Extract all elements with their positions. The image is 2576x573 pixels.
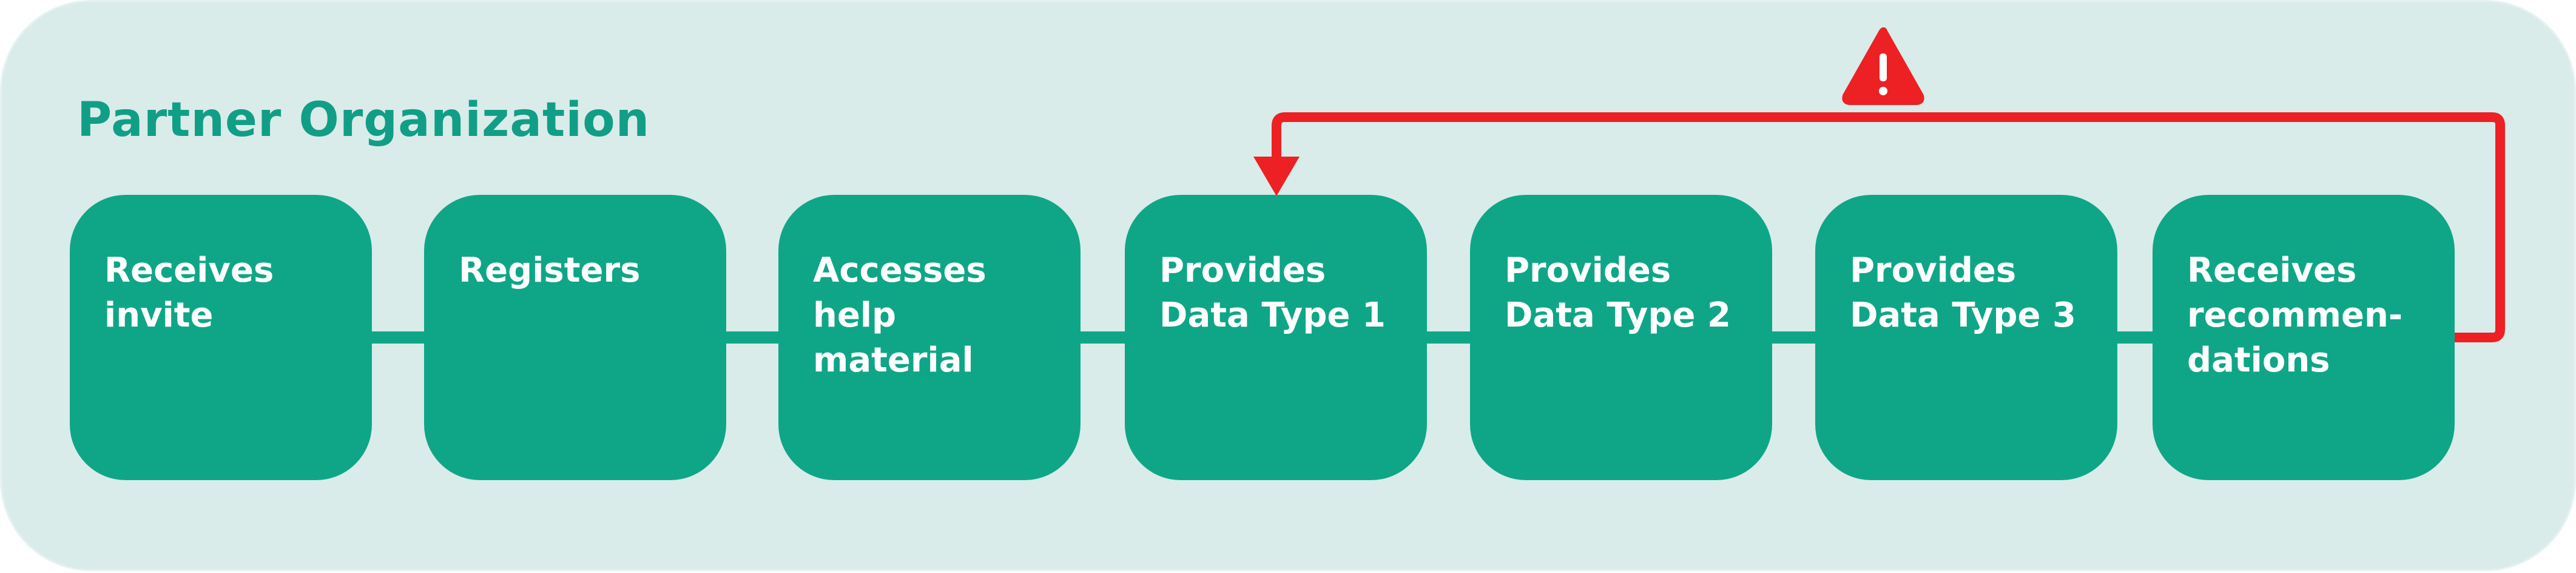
- step-label: Accesses help material: [813, 251, 986, 380]
- connector-3-4: [1080, 331, 1126, 344]
- connector-5-6: [1772, 331, 1816, 344]
- step-provides-data-type-1: Provides Data Type 1: [1125, 195, 1427, 480]
- connector-2-3: [726, 331, 780, 344]
- connector-6-7: [2117, 331, 2153, 344]
- step-label: Registers: [459, 251, 641, 290]
- step-label: Provides Data Type 1: [1159, 251, 1386, 335]
- step-label: Receives invite: [104, 251, 274, 335]
- step-label: Receives recommen- dations: [2187, 251, 2403, 380]
- step-receives-invite: Receives invite: [70, 195, 372, 480]
- step-label: Provides Data Type 2: [1505, 251, 1731, 335]
- panel-title: Partner Organization: [77, 93, 650, 147]
- step-accesses-help-material: Accesses help material: [778, 195, 1081, 480]
- step-provides-data-type-3: Provides Data Type 3: [1815, 195, 2117, 480]
- step-registers: Registers: [424, 195, 726, 480]
- warning-icon: [1842, 27, 1924, 105]
- step-label: Provides Data Type 3: [1850, 251, 2076, 335]
- connector-4-5: [1426, 331, 1471, 344]
- feedback-loop-line: [1272, 112, 2505, 342]
- connector-1-2: [372, 331, 425, 344]
- step-provides-data-type-2: Provides Data Type 2: [1470, 195, 1772, 480]
- arrowhead-icon: [1253, 157, 1300, 196]
- step-receives-recommendations: Receives recommen- dations: [2153, 195, 2455, 480]
